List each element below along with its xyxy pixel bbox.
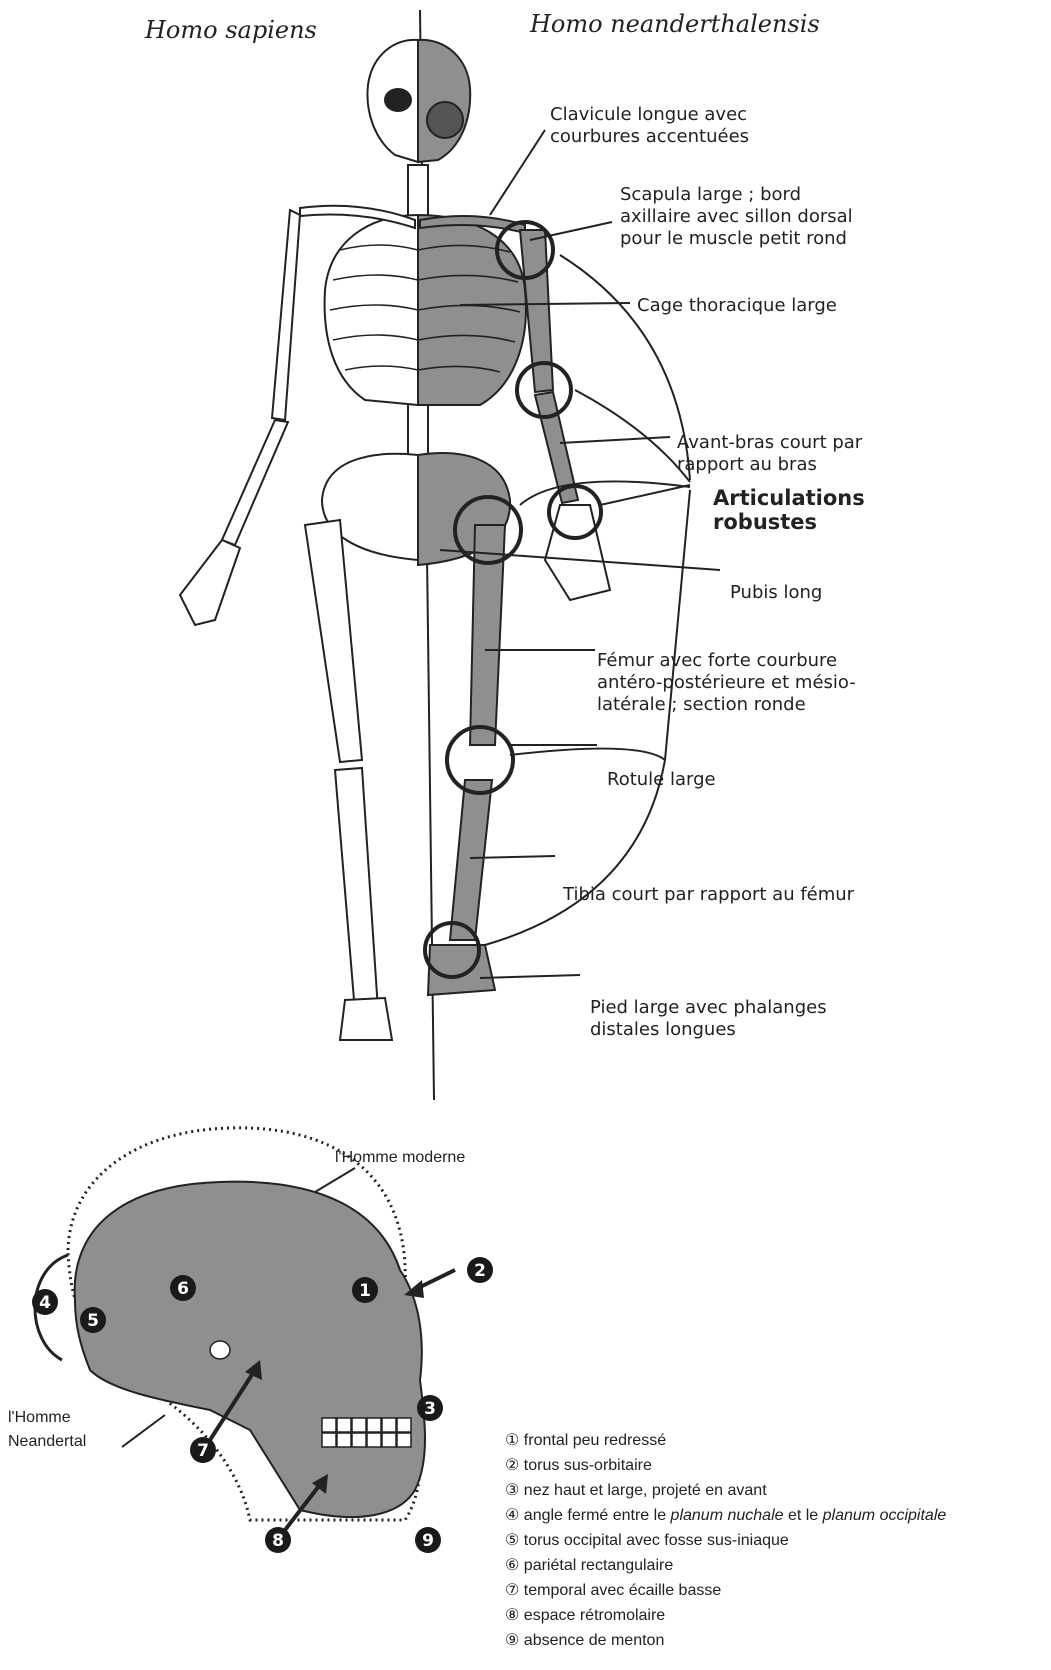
articulations-label-1: Articulations	[713, 486, 865, 510]
legend-text: frontal peu redressé	[524, 1432, 666, 1449]
badge-8-text: 8	[272, 1531, 284, 1551]
neanderthal-tibia	[450, 780, 492, 940]
legend-num: ①	[505, 1432, 524, 1449]
legend-num: ⑨	[505, 1632, 524, 1649]
pied-label-2: distales longues	[590, 1019, 736, 1040]
teeth-row	[322, 1418, 411, 1447]
badge-4-text: 4	[39, 1293, 51, 1313]
neanderthal-orbit	[427, 102, 463, 138]
sapiens-tibia	[335, 768, 378, 1012]
legend-item-5: ⑤ torus occipital avec fosse sus-iniaque	[505, 1532, 789, 1549]
legend-item-4: ④ angle fermé entre le planum nuchale et…	[505, 1507, 946, 1524]
scapula-label-1: Scapula large ; bord	[620, 184, 801, 205]
avant-bras-label-1: Avant-bras court par	[677, 432, 863, 453]
articulations-label-2: robustes	[713, 510, 817, 534]
badge-6-text: 6	[177, 1279, 189, 1299]
clavicule-label-2: courbures accentuées	[550, 126, 749, 147]
pied-label-1: Pied large avec phalanges	[590, 997, 827, 1018]
legend-num: ③	[505, 1482, 524, 1499]
legend-item-1: ① frontal peu redressé	[505, 1432, 666, 1449]
scapula-label-2: axillaire avec sillon dorsal	[620, 206, 853, 227]
modern-label-leader	[315, 1168, 355, 1192]
badge-7-text: 7	[197, 1441, 209, 1461]
svg-text:Avant-bras court parrapport au: Avant-bras court parrapport au bras	[677, 432, 863, 475]
sapiens-foot	[340, 998, 392, 1040]
legend-num: ⑦	[505, 1582, 524, 1599]
neandertal-label-1: l'Homme	[8, 1409, 71, 1426]
neanderthal-skull	[418, 40, 470, 162]
legend-text: torus sus-orbitaire	[524, 1457, 652, 1474]
svg-text:Pied large avec phalangesdista: Pied large avec phalangesdistales longue…	[590, 997, 827, 1040]
legend-item-9: ⑨ absence de menton	[505, 1632, 664, 1649]
femur-label-1: Fémur avec forte courbure	[597, 650, 837, 671]
ear-canal	[210, 1341, 230, 1359]
sapiens-orbit	[384, 88, 412, 112]
badge-5-text: 5	[87, 1311, 99, 1331]
pubis-label: Pubis long	[730, 582, 822, 603]
legend-text: pariétal rectangulaire	[524, 1557, 674, 1574]
legend-item-2: ② torus sus-orbitaire	[505, 1457, 652, 1474]
svg-text:Clavicule longue aveccourbures: Clavicule longue aveccourbures accentuée…	[550, 104, 749, 147]
sapiens-femur	[305, 520, 362, 762]
sapiens-forearm	[222, 420, 288, 545]
legend-num: ⑥	[505, 1557, 524, 1574]
legend-text: temporal avec écaille basse	[524, 1582, 722, 1599]
sapiens-ribcage	[325, 215, 418, 405]
legend-text-mid: et le	[784, 1507, 823, 1524]
modern-human-label: l'Homme moderne	[335, 1149, 465, 1166]
sapiens-humerus	[272, 210, 300, 420]
legend-text: nez haut et large, projeté en avant	[524, 1482, 767, 1499]
legend-num: ⑤	[505, 1532, 524, 1549]
legend-text: absence de menton	[524, 1632, 665, 1649]
svg-text:Fémur avec forte courbureantér: Fémur avec forte courbureantéro-postérie…	[597, 650, 856, 715]
legend-item-7: ⑦ temporal avec écaille basse	[505, 1582, 721, 1599]
badge-3-text: 3	[424, 1399, 436, 1419]
homo-neanderthalensis-title: Homo neanderthalensis	[529, 10, 820, 38]
neandertal-label-leader	[122, 1415, 165, 1447]
neanderthal-skull-side	[75, 1182, 425, 1517]
badge-9-text: 9	[422, 1531, 434, 1551]
legend-italic-2: planum occipitale	[822, 1507, 947, 1524]
legend-item-3: ③ nez haut et large, projeté en avant	[505, 1482, 767, 1499]
femur-label-2: antéro-postérieure et mésio-	[597, 672, 856, 693]
clavicule-label-1: Clavicule longue avec	[550, 104, 747, 125]
legend-text: espace rétromolaire	[524, 1607, 666, 1624]
badge-1-text: 1	[359, 1281, 371, 1301]
neanderthal-foot	[428, 945, 495, 995]
legend-num: ②	[505, 1457, 524, 1474]
legend-item-8: ⑧ espace rétromolaire	[505, 1607, 665, 1624]
rotule-label: Rotule large	[607, 769, 716, 790]
neanderthal-femur	[470, 525, 505, 745]
neandertal-label-2: Neandertal	[8, 1433, 86, 1450]
sapiens-hand	[180, 540, 240, 625]
legend-item-6: ⑥ pariétal rectangulaire	[505, 1557, 673, 1574]
skeleton-illustration	[180, 40, 610, 1040]
legend-num: ⑧	[505, 1607, 524, 1624]
tibia-label: Tibia court par rapport au fémur	[562, 884, 855, 905]
badge-2-text: 2	[474, 1261, 486, 1281]
scapula-label-3: pour le muscle petit rond	[620, 228, 847, 249]
cage-label: Cage thoracique large	[637, 295, 837, 316]
legend-italic: planum nuchale	[670, 1507, 784, 1524]
avant-bras-label-2: rapport au bras	[677, 454, 817, 475]
femur-label-3: latérale ; section ronde	[597, 694, 806, 715]
legend-text: angle fermé entre le	[524, 1507, 671, 1524]
legend-num: ④	[505, 1507, 524, 1524]
homo-sapiens-title: Homo sapiens	[144, 16, 317, 44]
legend-text: torus occipital avec fosse sus-iniaque	[524, 1532, 789, 1549]
